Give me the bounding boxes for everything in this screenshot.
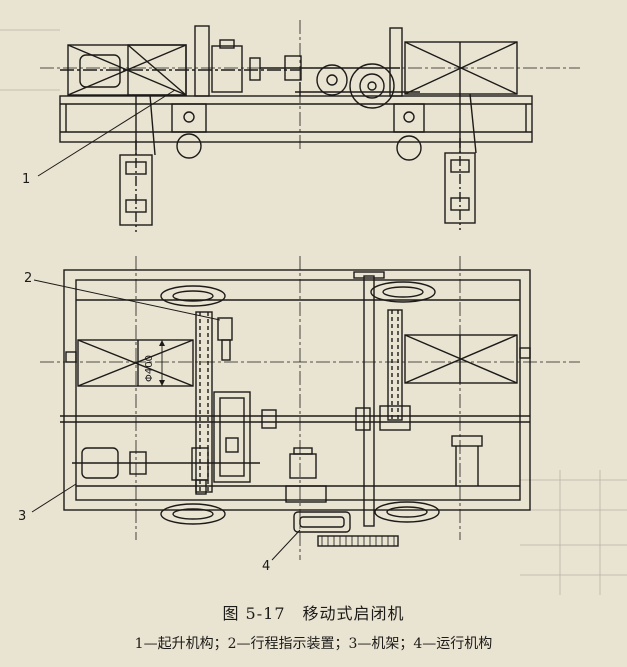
right-wheel (396, 135, 422, 161)
gearbox (211, 45, 243, 93)
right-chain-rail (387, 309, 403, 421)
vertical-shaft (363, 275, 375, 527)
left-chain-rail (195, 311, 213, 493)
bottom-right-sheave (374, 501, 440, 523)
travel-indicator (217, 317, 233, 341)
left-upright (194, 25, 210, 97)
main-girder (59, 95, 533, 143)
elevation-view (40, 20, 580, 232)
engineering-drawing: 1 (0, 20, 627, 595)
callout-1: 1 (22, 172, 30, 187)
plan-view (40, 256, 580, 560)
callout-3: 3 (18, 509, 26, 524)
figure-legend: 1—起升机构；2—行程指示装置；3—机架；4—运行机构 (134, 636, 493, 652)
right-drum-box (404, 334, 518, 384)
callout-4: 4 (262, 559, 270, 574)
central-gearbox (213, 391, 251, 483)
left-drum-box (77, 339, 194, 387)
figure-title: 图 5-17 移动式启闭机 (222, 604, 405, 623)
pulley-small (316, 64, 348, 96)
right-upright (389, 27, 403, 97)
top-right-sheave (370, 281, 436, 303)
right-wheel-bracket (393, 103, 425, 133)
hoist-motor (79, 54, 121, 88)
top-left-sheave (160, 285, 226, 307)
travel-drive-motor (289, 453, 317, 479)
travel-mechanism (293, 511, 351, 533)
bottom-left-sheave (160, 503, 226, 525)
left-wheel (176, 133, 202, 159)
frame-outline (63, 269, 531, 511)
dimension-label: Φ400 (144, 355, 155, 382)
pulley-large (349, 63, 395, 109)
left-wheel-bracket (171, 103, 207, 133)
callout-2: 2 (24, 271, 32, 286)
bleed-through-lines (0, 29, 627, 595)
